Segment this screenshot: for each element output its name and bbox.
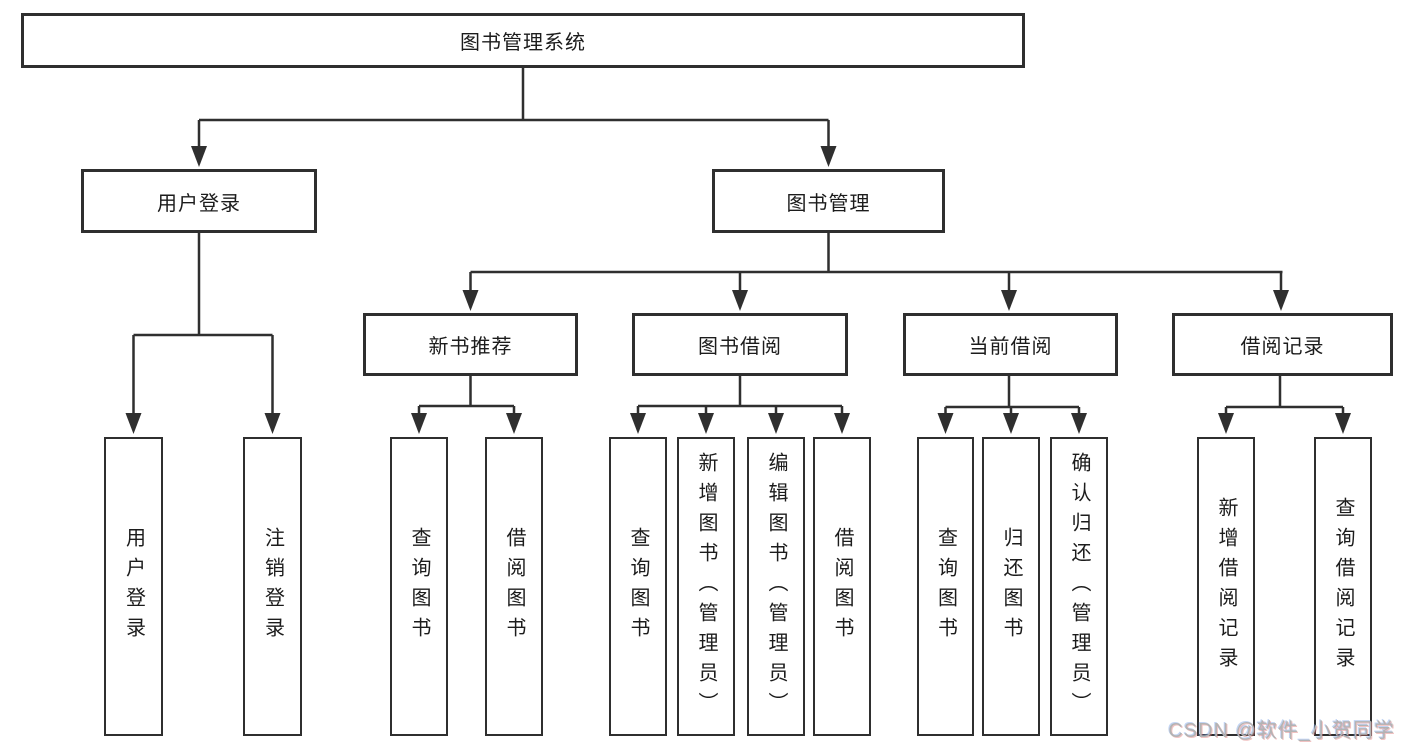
node-new-book-recommend: 新书推荐 xyxy=(363,313,578,376)
leaf-query-books-borrow: 查询图书 xyxy=(609,437,667,736)
leaf-borrow-books-recommend: 借阅图书 xyxy=(485,437,543,736)
node-library-system: 图书管理系统 xyxy=(21,13,1025,68)
leaf-query-books-recommend: 查询图书 xyxy=(390,437,448,736)
leaf-label: 用户登录 xyxy=(122,526,145,647)
leaf-label: 新增图书（管理员） xyxy=(695,451,717,722)
node-user-login: 用户登录 xyxy=(81,169,317,233)
csdn-watermark: CSDN @软件_小贺同学 xyxy=(1168,720,1395,742)
leaf-label: 借阅图书 xyxy=(831,526,853,647)
leaf-confirm-return-admin: 确认归还（管理员） xyxy=(1050,437,1108,736)
leaf-label: 查询图书 xyxy=(934,526,957,647)
arrowheads xyxy=(125,146,1351,434)
leaf-label: 归还图书 xyxy=(1000,526,1022,647)
leaf-query-borrow-record: 查询借阅记录 xyxy=(1314,437,1372,736)
leaf-label: 编辑图书（管理员） xyxy=(765,451,787,722)
leaf-edit-book-admin: 编辑图书（管理员） xyxy=(747,437,805,736)
node-borrow-records: 借阅记录 xyxy=(1172,313,1393,376)
leaf-label: 确认归还（管理员） xyxy=(1068,451,1090,722)
node-book-management: 图书管理 xyxy=(712,169,945,233)
leaf-add-book-admin: 新增图书（管理员） xyxy=(677,437,735,736)
leaf-label: 借阅图书 xyxy=(503,526,525,647)
leaf-label: 查询图书 xyxy=(627,526,649,647)
leaf-add-borrow-record: 新增借阅记录 xyxy=(1197,437,1255,736)
leaf-return-book: 归还图书 xyxy=(982,437,1040,736)
leaf-label: 新增借阅记录 xyxy=(1215,496,1237,677)
leaf-borrow-book: 借阅图书 xyxy=(813,437,871,736)
node-book-borrow: 图书借阅 xyxy=(632,313,848,376)
leaf-logout: 注销登录 xyxy=(243,437,302,736)
leaf-label: 注销登录 xyxy=(261,526,284,647)
leaf-label: 查询借阅记录 xyxy=(1332,496,1354,677)
leaf-query-books-current: 查询图书 xyxy=(917,437,974,736)
leaf-user-login: 用户登录 xyxy=(104,437,163,736)
node-current-borrow: 当前借阅 xyxy=(903,313,1118,376)
leaf-label: 查询图书 xyxy=(408,526,430,647)
